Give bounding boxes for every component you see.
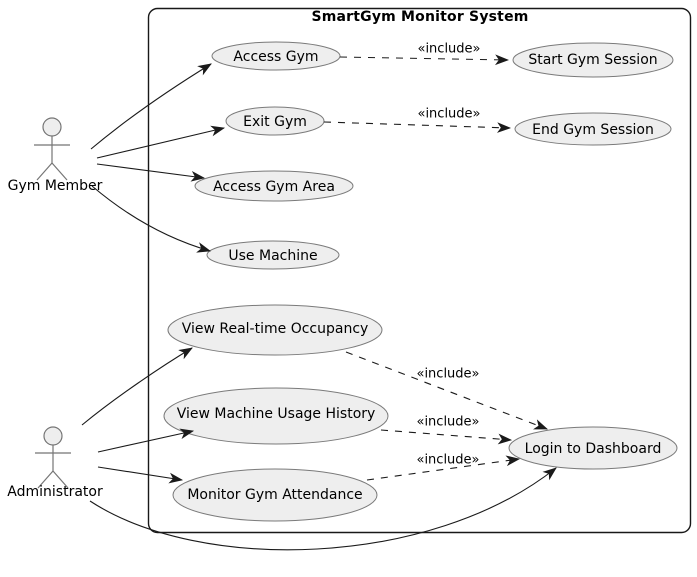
usecase-end-gym-session-label: End Gym Session [532,122,654,138]
actor-gym-member-figure [34,117,70,181]
actor-leg-right [51,162,68,181]
usecase-use-machine-label: Use Machine [228,248,318,264]
actor-leg-left [37,470,54,489]
usecase-exit-gym-ellipse [225,106,325,136]
include-stereotype-2: «include» [417,106,481,122]
usecase-exit-gym-label: Exit Gym [243,114,307,130]
assoc-gym-member-exit-gym [96,125,226,159]
actor-leg-right [52,470,69,489]
actor-head [42,117,62,137]
usecase-access-gym-area-label: Access Gym Area [213,179,335,195]
usecase-access-gym-area-ellipse [194,170,354,202]
usecase-start-gym-session-ellipse [512,42,674,78]
usecase-start-gym-session-label: Start Gym Session [528,52,658,68]
usecase-view-realtime-occupancy-label: View Real-time Occupancy [181,321,369,337]
usecase-login-to-dashboard-label: Login to Dashboard [524,441,662,457]
include-access-gym-start-gym-session [339,54,510,66]
usecase-view-machine-usage-history-ellipse [163,387,389,445]
include-stereotype-5: «include» [416,452,480,468]
usecase-login-to-dashboard-ellipse [508,426,678,470]
usecase-monitor-gym-attendance-ellipse [172,468,378,522]
usecase-use-machine-ellipse [206,240,340,270]
system-boundary-rect [147,7,692,534]
assoc-gym-member-access-gym-area [96,163,206,182]
assoc-administrator-login-to-dashboard [89,467,557,551]
actor-administrator-figure [35,426,71,489]
usecase-access-gym-ellipse [211,41,341,71]
usecase-view-machine-usage-history-label: View Machine Usage History [176,406,376,422]
usecase-monitor-gym-attendance-label: Monitor Gym Attendance [187,487,363,503]
actor-head [43,426,63,446]
include-view-machine-usage-history-login [380,429,513,445]
include-exit-gym-end-gym-session [323,121,512,133]
assoc-administrator-view-machine-usage-history [97,428,195,453]
actor-administrator-label: Administrator [7,484,103,500]
usecase-view-realtime-occupancy-ellipse [167,304,383,356]
assoc-gym-member-use-machine [91,185,212,253]
usecase-access-gym-label: Access Gym [233,49,319,65]
diagram-title: SmartGym Monitor System [311,9,529,25]
actor-leg-left [36,162,53,181]
assoc-administrator-monitor-gym-attendance [97,466,184,484]
include-stereotype-3: «include» [416,366,480,382]
assoc-administrator-view-realtime-occupancy [81,347,193,426]
usecase-end-gym-session-ellipse [514,112,672,146]
include-stereotype-1: «include» [417,41,481,57]
assoc-gym-member-access-gym [90,63,212,150]
actor-gym-member-label: Gym Member [7,178,103,194]
include-monitor-gym-attendance-login [366,455,521,481]
include-stereotype-4: «include» [416,414,480,430]
